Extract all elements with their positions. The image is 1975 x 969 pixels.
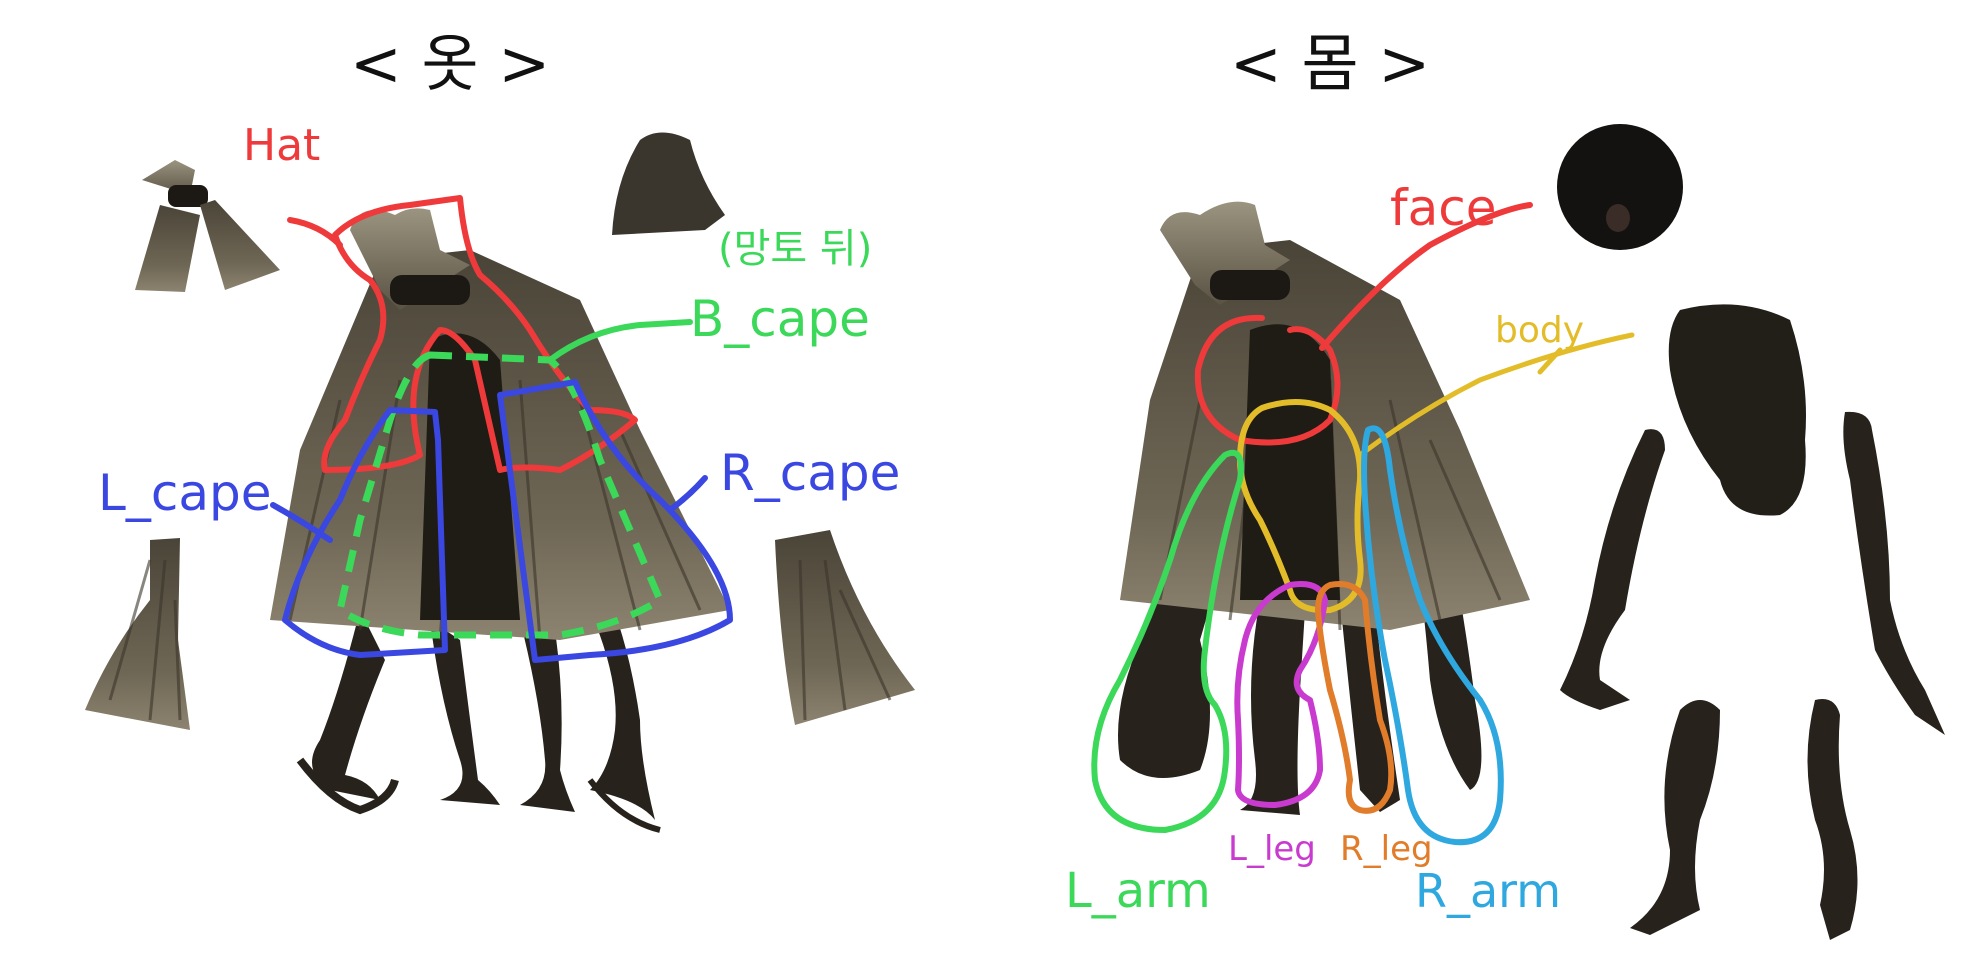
- hat-part: [135, 160, 280, 292]
- hat-label: Hat: [243, 120, 320, 171]
- b-cape-label: B_cape: [690, 290, 870, 348]
- r-cape-label: R_cape: [720, 444, 900, 502]
- torso-part: [1668, 304, 1806, 516]
- r-arm-label: R_arm: [1415, 864, 1561, 918]
- clothes-title: < 옷 >: [350, 27, 550, 100]
- r-arm-part: [1843, 411, 1945, 735]
- cape-back-note-label: (망토 뒤): [718, 226, 872, 272]
- l-arm-outline: [1091, 449, 1244, 833]
- creature-body-view: [1118, 201, 1530, 815]
- body-title: < 몸 >: [1230, 27, 1430, 100]
- r-cape-part: [775, 530, 915, 725]
- l-leg-part: [1630, 700, 1720, 935]
- l-leg-label: L_leg: [1228, 829, 1316, 869]
- l-leg-outline: [1234, 581, 1328, 808]
- l-cape-part: [85, 538, 190, 730]
- l-arm-label: L_arm: [1065, 863, 1211, 919]
- back-cape-part: [612, 132, 725, 235]
- r-cape-outline: [497, 379, 733, 663]
- b-cape-outline: [336, 319, 693, 639]
- body-label: body: [1495, 310, 1584, 351]
- r-leg-label: R_leg: [1340, 829, 1433, 869]
- face-outline: [1194, 202, 1533, 446]
- face-label: face: [1390, 179, 1497, 237]
- r-leg-outline: [1315, 581, 1395, 814]
- creature-clothed: [270, 208, 730, 833]
- r-arm-outline: [1361, 425, 1504, 846]
- body-panel: < 몸 >: [1065, 27, 1945, 940]
- l-cape-outline: [270, 407, 448, 658]
- l-cape-label: L_cape: [98, 464, 272, 522]
- l-arm-part: [1560, 429, 1665, 710]
- r-leg-part: [1807, 699, 1858, 940]
- face-part: [1557, 124, 1683, 250]
- hat-outline: [287, 195, 638, 473]
- body-outline: [1237, 332, 1635, 614]
- clothes-panel: < 옷 >: [85, 27, 915, 833]
